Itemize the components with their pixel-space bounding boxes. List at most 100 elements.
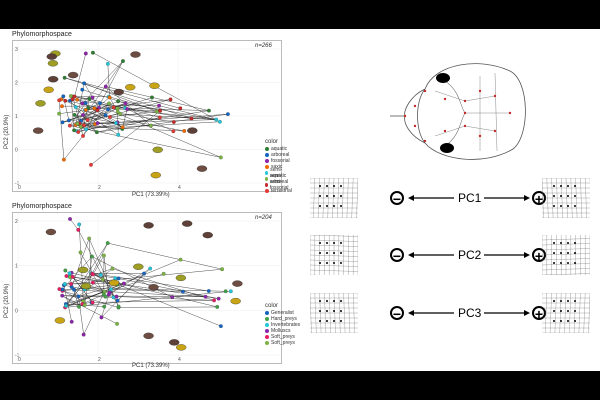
specimen-thumbnail	[133, 263, 144, 270]
legend-item: arboreal	[265, 152, 292, 158]
species-point	[78, 124, 83, 129]
species-point	[64, 303, 68, 308]
species-point	[111, 105, 116, 110]
species-point	[116, 99, 121, 104]
y-tick-label: 1	[15, 264, 18, 270]
panel-a-title: Phylomorphospace	[12, 31, 72, 38]
arrow-right-icon	[484, 195, 530, 201]
species-point	[86, 105, 91, 110]
specimen-thumbnail	[47, 60, 59, 67]
legend-label: Hard_preys	[271, 316, 297, 322]
species-point	[113, 276, 118, 281]
species-point	[189, 116, 194, 121]
legend-swatch	[265, 329, 269, 333]
species-point	[91, 272, 95, 277]
panel-a-n: n=266	[255, 43, 272, 49]
legend-label: semi-aquatic	[270, 167, 287, 179]
specimen-thumbnail	[143, 332, 154, 339]
legend-label: Invertebrates	[271, 322, 301, 328]
species-point	[67, 118, 71, 123]
species-point	[149, 123, 153, 128]
species-point	[91, 50, 95, 55]
species-point	[225, 112, 230, 117]
species-point	[80, 101, 85, 106]
deformation-grid-negative	[310, 235, 358, 275]
pc-row-1: − PC1 +	[310, 178, 590, 218]
species-point	[118, 111, 123, 116]
species-point	[228, 289, 233, 294]
eye-socket-bottom	[440, 143, 454, 153]
y-tick-label: 1	[15, 114, 18, 120]
legend-item: Soft_preys	[265, 334, 300, 340]
specimen-thumbnail	[32, 127, 44, 134]
species-point	[171, 120, 176, 124]
legend-label: fossorial	[271, 158, 290, 164]
species-point	[76, 227, 81, 232]
specimen-thumbnail	[43, 86, 54, 93]
species-point	[98, 272, 103, 277]
species-point	[87, 236, 92, 241]
specimen-thumbnail	[187, 127, 198, 134]
species-point	[157, 115, 162, 120]
legend-swatch	[265, 147, 269, 151]
specimen-thumbnail	[125, 84, 136, 91]
specimen-thumbnail	[45, 228, 57, 236]
legend-item: Molluscs	[265, 328, 300, 334]
legend-item: Invertebrates	[265, 322, 300, 328]
species-point	[99, 315, 104, 320]
species-point	[80, 87, 85, 92]
x-tick-label: 0	[18, 185, 21, 191]
y-tick-label: 3	[15, 47, 18, 53]
species-point	[115, 298, 120, 303]
y-tick-label: 2	[15, 81, 18, 87]
specimen-thumbnail	[35, 100, 46, 107]
legend-swatch	[265, 323, 269, 327]
species-point	[91, 280, 95, 285]
species-point	[105, 61, 110, 66]
legend-item: semi-arboreal	[265, 173, 292, 185]
panel-a-xlabel: PC1 (73.39%)	[132, 192, 170, 198]
species-point	[95, 121, 100, 126]
species-point	[82, 81, 87, 86]
species-point	[72, 128, 76, 133]
legend-label: terrestrial	[271, 188, 292, 194]
species-point	[109, 287, 113, 292]
species-point	[81, 134, 85, 138]
deformation-grid-positive	[542, 178, 590, 218]
species-point	[218, 324, 223, 329]
pc-label: PC2	[458, 248, 482, 262]
species-point	[92, 106, 97, 111]
deformation-grid-negative	[310, 293, 358, 333]
species-point	[85, 118, 90, 122]
legend-item: saxic	[265, 164, 292, 170]
species-point	[161, 271, 166, 276]
species-point	[178, 257, 183, 262]
legend-title: color	[265, 139, 279, 145]
species-point	[57, 287, 62, 292]
species-point	[70, 97, 75, 102]
specimen-thumbnail	[152, 146, 163, 153]
y-tick-label: 2	[15, 219, 18, 225]
species-point	[62, 282, 67, 286]
legend-item: aquatic	[265, 146, 292, 152]
species-point	[154, 109, 159, 114]
specimen-thumbnail	[182, 220, 193, 227]
species-point	[90, 95, 95, 100]
species-point	[142, 271, 146, 276]
y-tick-label: 0	[15, 308, 18, 314]
arrow-right-icon	[484, 310, 530, 316]
legend-swatch	[265, 189, 269, 193]
deformation-grid-negative	[310, 178, 358, 218]
species-point	[103, 84, 108, 89]
legend-title: color	[265, 303, 279, 309]
legend-label: Soft_preys	[271, 340, 295, 346]
species-point	[171, 129, 176, 134]
species-point	[68, 217, 72, 221]
